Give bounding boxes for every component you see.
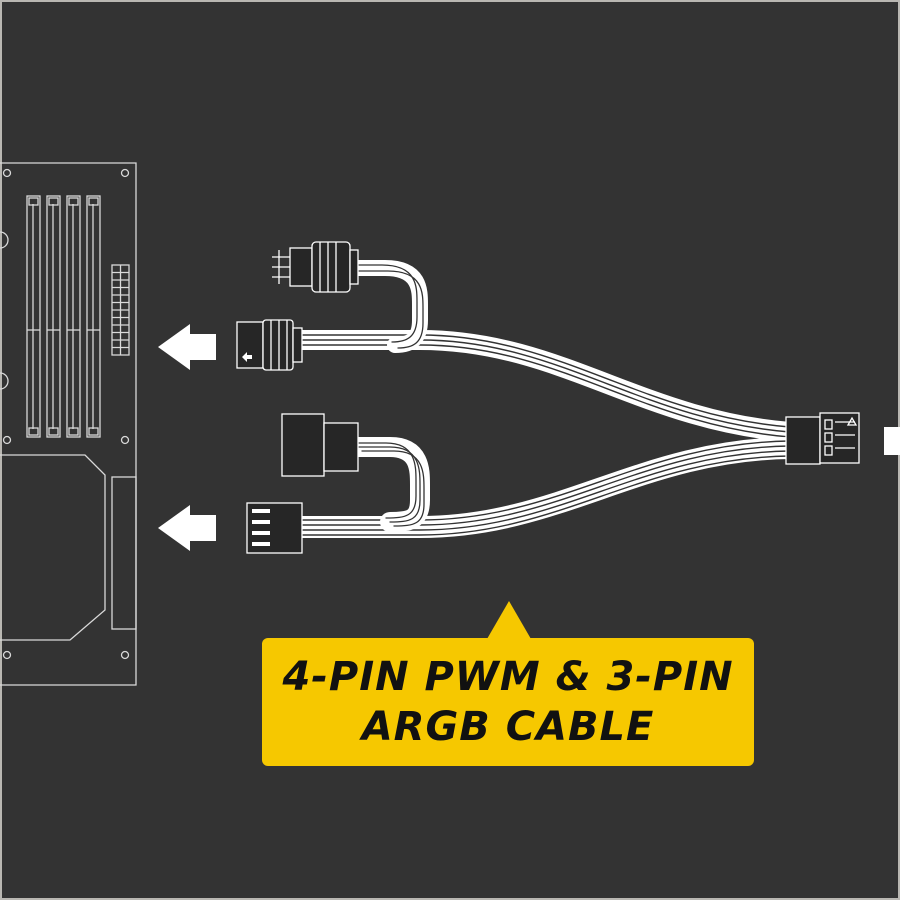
argb-female-connector [236, 319, 303, 371]
mount-hole [120, 435, 130, 445]
ram-slot [86, 195, 101, 438]
cable-bundles [290, 260, 801, 538]
arrow-left-icon [158, 324, 216, 370]
mount-hole [2, 168, 12, 178]
argb-loop-bundle [347, 260, 428, 353]
callout-pointer [487, 601, 531, 639]
ram-slots [26, 195, 101, 438]
expansion-slot-strip [111, 476, 137, 630]
mount-hole [120, 168, 130, 178]
ram-slot [46, 195, 61, 438]
callout-line-2: ARGB CABLE [361, 704, 655, 750]
ram-slot [66, 195, 81, 438]
board-edge-notch [0, 372, 9, 390]
motherboard [0, 162, 137, 686]
pwm-male-connector [246, 502, 303, 554]
splitter-connector [785, 412, 860, 465]
ram-slot [26, 195, 41, 438]
motherboard-outline [0, 162, 137, 686]
pwm-loop-bundle [348, 437, 430, 532]
callout-label: 4-PIN PWM & 3-PIN ARGB CABLE [262, 638, 754, 766]
arrow-left-icon [884, 427, 900, 455]
mount-hole [120, 650, 130, 660]
board-edge-notch [0, 231, 9, 249]
mount-hole [2, 650, 12, 660]
pwm-female-connector [281, 413, 359, 477]
argb-cable-bundle [290, 330, 800, 442]
atx-power-connector [111, 264, 130, 356]
motherboard-inner-divider [0, 454, 106, 641]
argb-male-connector [272, 241, 359, 293]
mount-hole [2, 435, 12, 445]
pwm-cable-bundle [291, 437, 801, 538]
arrow-left-icon [242, 352, 252, 362]
callout-line-1: 4-PIN PWM & 3-PIN [282, 654, 734, 700]
arrow-left-icon [158, 505, 216, 551]
